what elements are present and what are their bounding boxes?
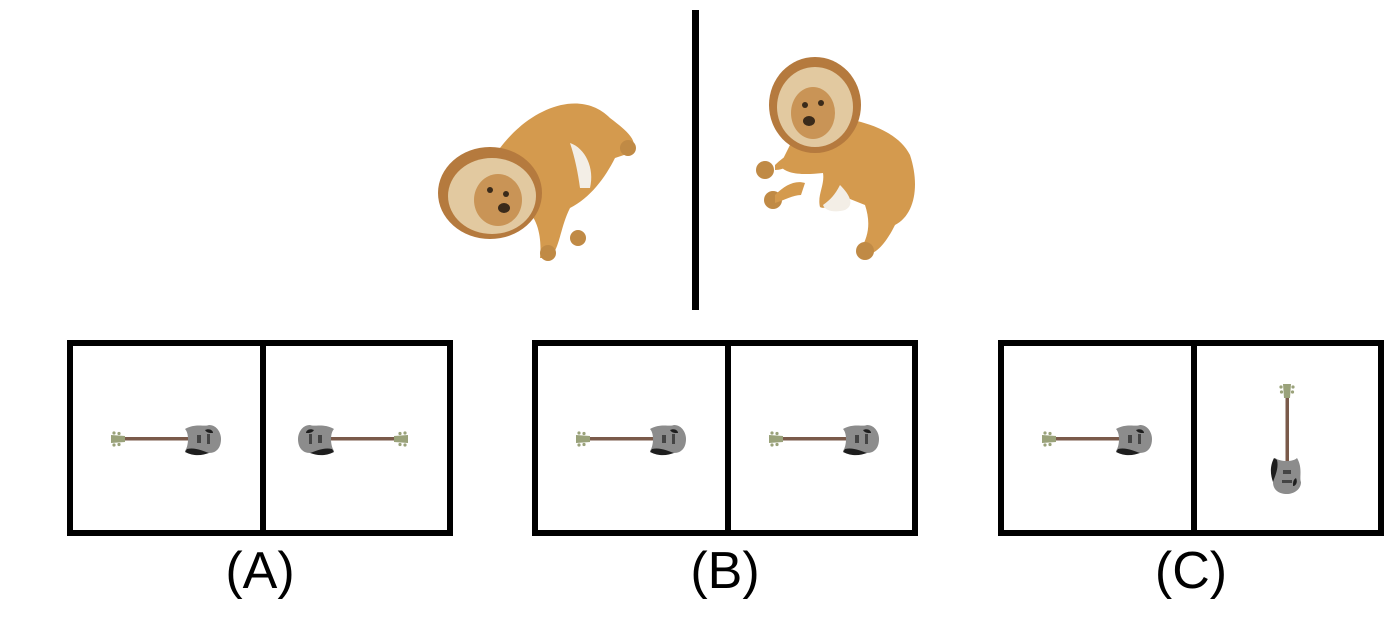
option-c-right-cell [1197, 346, 1384, 530]
bass-guitar-icon [111, 425, 221, 456]
lion-icon [756, 57, 915, 260]
bass-guitar-icon [769, 425, 879, 456]
option-a-left-cell [73, 346, 260, 530]
option-b-label: (B) [690, 542, 760, 600]
option-c-divider [1191, 346, 1197, 530]
option-b-left-cell [538, 346, 725, 530]
option-a-divider [260, 346, 266, 530]
bass-guitar-icon [576, 425, 686, 456]
option-c-left-cell [1004, 346, 1191, 530]
option-a-panel[interactable] [67, 340, 453, 536]
option-a-label: (A) [225, 542, 295, 600]
bass-guitar-icon [298, 425, 408, 456]
center-divider [692, 10, 699, 310]
bass-guitar-icon [1042, 425, 1152, 456]
option-a-right-cell [266, 346, 453, 530]
bass-guitar-icon [1270, 384, 1301, 494]
option-c-label: (C) [1154, 542, 1228, 600]
option-c-panel[interactable] [998, 340, 1384, 536]
option-b-divider [725, 346, 731, 530]
option-b-panel[interactable] [532, 340, 918, 536]
lion-icon [438, 103, 636, 261]
option-b-right-cell [731, 346, 918, 530]
